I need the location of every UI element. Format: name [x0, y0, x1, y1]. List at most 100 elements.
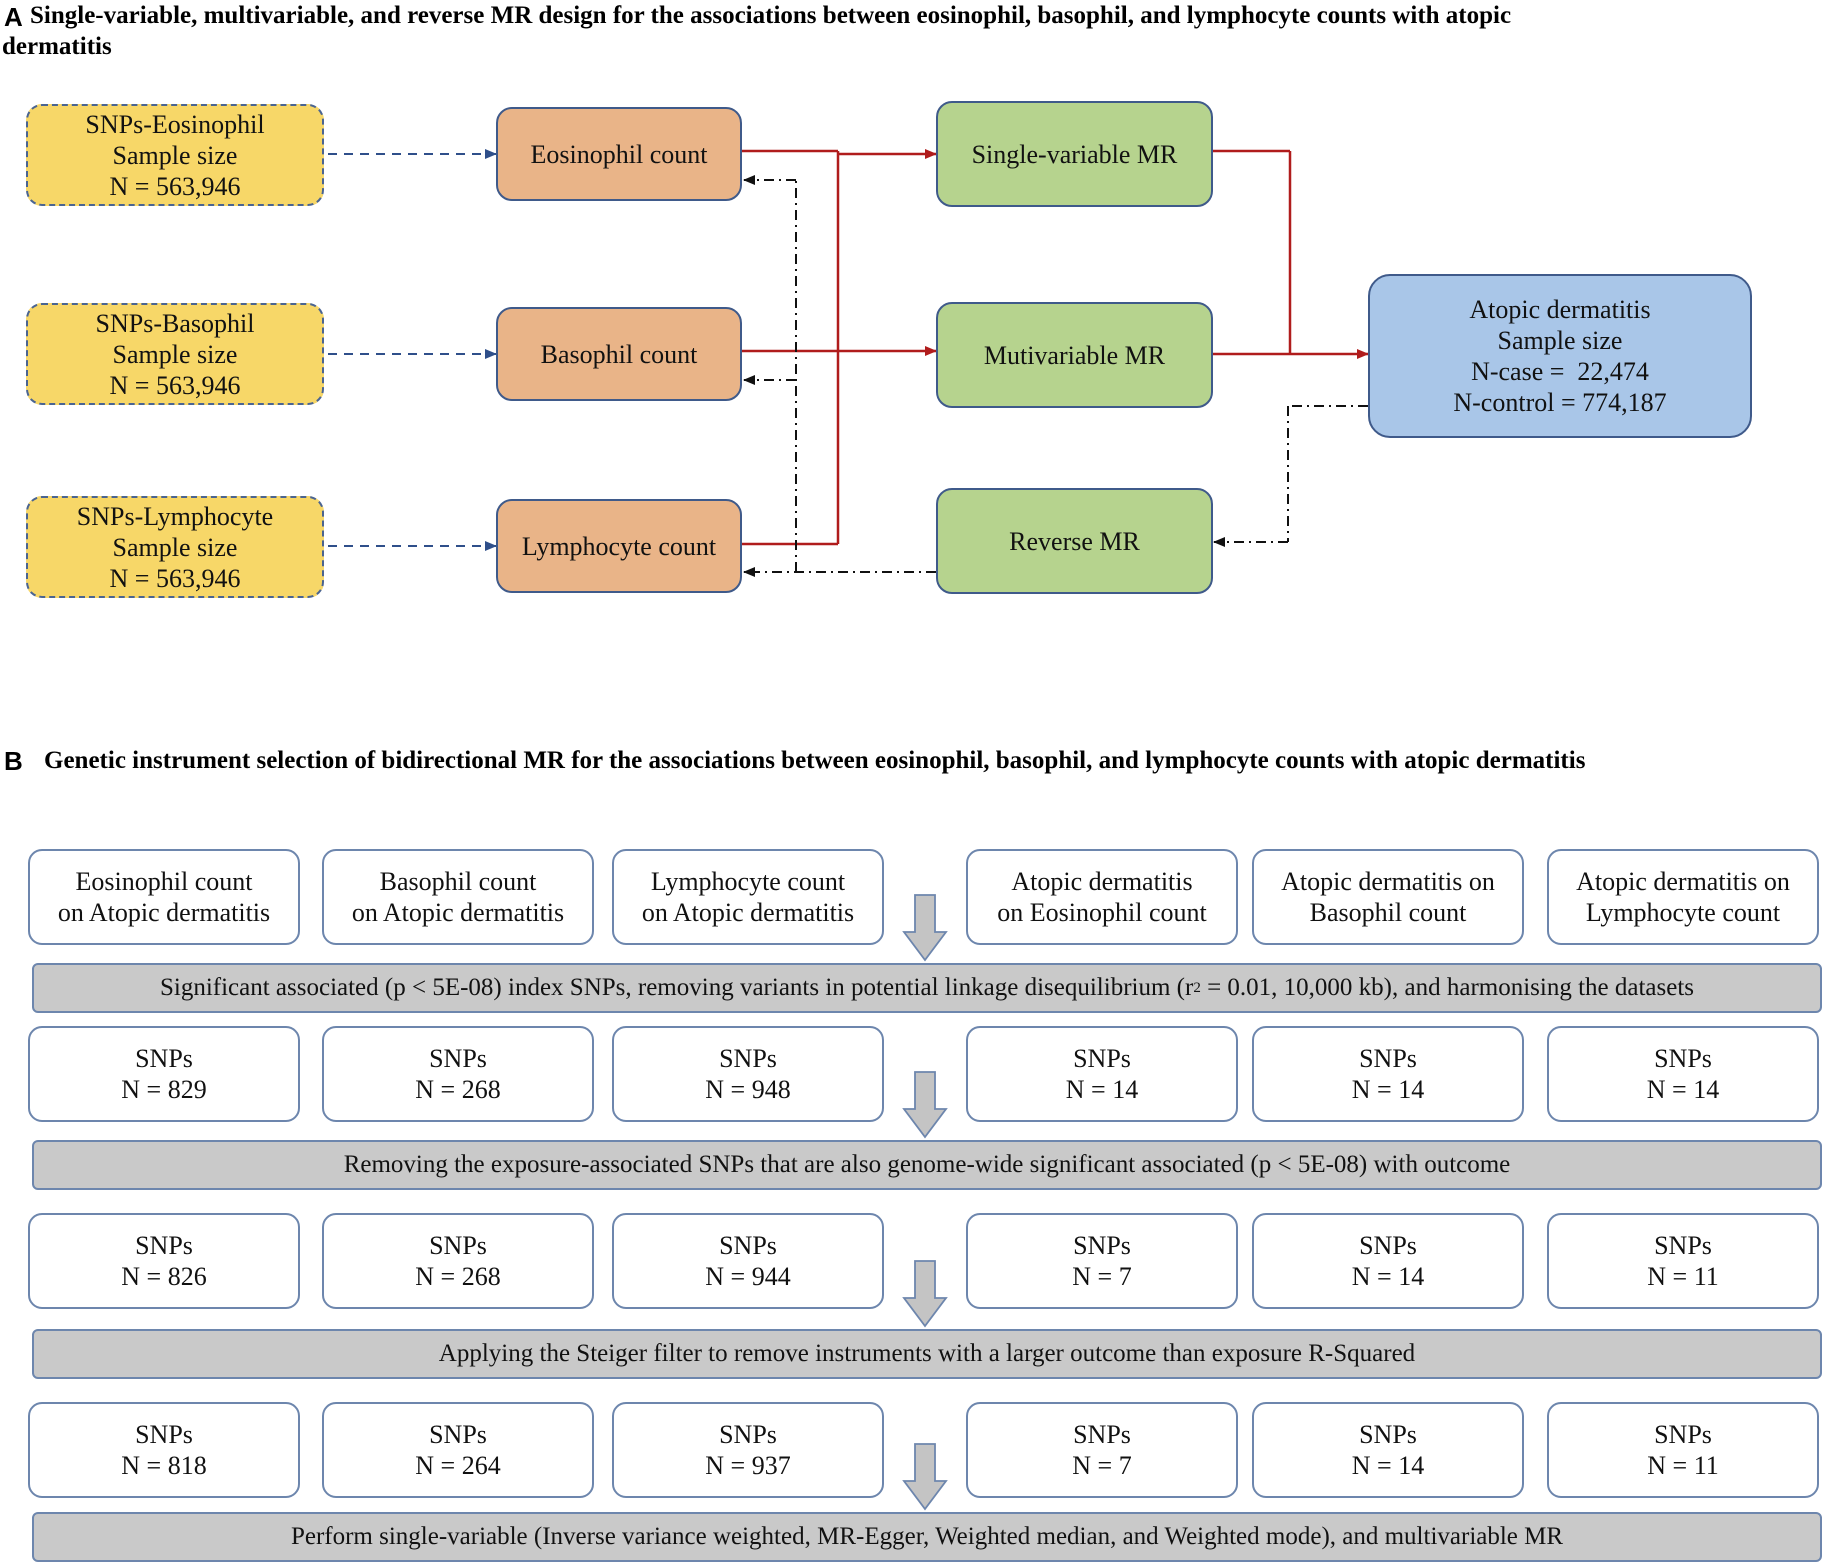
step-bar-ld-clumping: Significant associated (p < 5E-08) index… [32, 963, 1822, 1013]
snp-count-label: SNPs [429, 1231, 487, 1260]
forward-mr-arrows [742, 149, 1369, 546]
panel-a-title-line2: dermatitis [2, 33, 112, 60]
header-line2: Lymphocyte count [1585, 898, 1781, 927]
snp-count-value: N = 11 [1647, 1451, 1719, 1480]
header-line1: Basophil count [379, 867, 537, 896]
snp-count-value: N = 818 [121, 1451, 207, 1480]
outcome-title: Atopic dermatitis [1469, 295, 1651, 324]
eosinophil-count-box: Eosinophil count [496, 107, 742, 201]
single-variable-mr-box: Single-variable MR [936, 101, 1213, 207]
snp-box-sample: N = 563,946 [109, 563, 241, 593]
header-line1: Atopic dermatitis [1011, 867, 1193, 896]
snp-box-title: SNPs-Lymphocyte [76, 501, 274, 531]
panel-a-title: Single-variable, multivariable, and reve… [2, 0, 1820, 62]
header-line1: Atopic dermatitis on [1281, 867, 1495, 896]
snp-count-value: N = 937 [705, 1451, 791, 1480]
snp-count-label: SNPs [429, 1044, 487, 1073]
panel-a-title-line1: Single-variable, multivariable, and reve… [30, 2, 1512, 29]
panel-a-letter: A [4, 2, 23, 32]
multivariable-mr-box: Mutivariable MR [936, 302, 1213, 408]
header-line1: Eosinophil count [75, 867, 253, 896]
outcome-subtitle: Sample size [1497, 326, 1623, 355]
mr-label: Reverse MR [1009, 526, 1140, 556]
down-arrow-4 [902, 1443, 948, 1511]
header-line1: Lymphocyte count [650, 867, 846, 896]
snp-count-value: N = 14 [1065, 1075, 1139, 1104]
panel-b-letter: B [4, 746, 23, 776]
snp-count-label: SNPs [1073, 1420, 1131, 1449]
superscript: 2 [1193, 979, 1201, 996]
snp-count-value: N = 14 [1351, 1451, 1425, 1480]
snp-count-label: SNPs [719, 1231, 777, 1260]
header-line2: on Atopic dermatitis [351, 898, 565, 927]
step-text-tail: = 0.01, 10,000 kb), and harmonising the … [1200, 974, 1695, 1001]
count-label: Lymphocyte count [521, 531, 717, 561]
lymphocyte-count-box: Lymphocyte count [496, 499, 742, 593]
snp-box-subtitle: Sample size [112, 532, 238, 562]
flow-down-arrows [902, 894, 948, 1511]
snp-count-label: SNPs [1359, 1231, 1417, 1260]
header-line2: on Eosinophil count [997, 898, 1207, 927]
snp-lymphocyte-box: SNPs-Lymphocyte Sample size N = 563,946 [26, 496, 324, 598]
reverse-mr-box: Reverse MR [936, 488, 1213, 594]
step-text: Significant associated (p < 5E-08) index… [159, 974, 1194, 1001]
snp-count-label: SNPs [1654, 1420, 1712, 1449]
count-label: Eosinophil count [530, 139, 708, 169]
snp-box-title: SNPs-Eosinophil [85, 109, 265, 139]
header-line2: on Atopic dermatitis [641, 898, 855, 927]
atopic-dermatitis-box: Atopic dermatitis Sample size N-case = 2… [1368, 274, 1752, 438]
snp-count-label: SNPs [1073, 1044, 1131, 1073]
down-arrow-3 [902, 1260, 948, 1328]
outcome-cases: N-case = 22,474 [1471, 357, 1649, 386]
snp-count-value: N = 14 [1351, 1075, 1425, 1104]
snp-box-sample: N = 563,946 [109, 370, 241, 400]
count-label: Basophil count [540, 339, 698, 369]
snp-eosinophil-box: SNPs-Eosinophil Sample size N = 563,946 [26, 104, 324, 206]
snp-count-label: SNPs [719, 1044, 777, 1073]
snp-box-sample: N = 563,946 [109, 171, 241, 201]
snp-to-count-arrows [328, 149, 497, 551]
down-arrow-2 [902, 1071, 948, 1139]
snp-count-value: N = 826 [121, 1262, 207, 1291]
step-bar-perform-mr: Perform single-variable (Inverse varianc… [32, 1512, 1822, 1562]
step-text: Removing the exposure-associated SNPs th… [343, 1151, 1511, 1178]
snp-count-value: N = 14 [1646, 1075, 1720, 1104]
snp-count-value: N = 268 [415, 1262, 501, 1291]
snp-count-value: N = 264 [415, 1451, 501, 1480]
snp-count-value: N = 268 [415, 1075, 501, 1104]
step-text: Applying the Steiger filter to remove in… [438, 1340, 1416, 1367]
snp-box-title: SNPs-Basophil [95, 308, 255, 338]
snp-count-value: N = 7 [1072, 1451, 1132, 1480]
snp-count-value: N = 948 [705, 1075, 791, 1104]
snp-count-label: SNPs [1359, 1044, 1417, 1073]
step-bar-steiger-filter: Applying the Steiger filter to remove in… [32, 1329, 1822, 1379]
snp-basophil-box: SNPs-Basophil Sample size N = 563,946 [26, 303, 324, 405]
snp-count-value: N = 829 [121, 1075, 207, 1104]
header-line2: Basophil count [1309, 898, 1467, 927]
snp-count-label: SNPs [135, 1420, 193, 1449]
step-text: Perform single-variable (Inverse varianc… [290, 1523, 1564, 1550]
down-arrow-1 [902, 894, 948, 962]
snp-count-label: SNPs [1073, 1231, 1131, 1260]
header-line2: on Atopic dermatitis [57, 898, 271, 927]
